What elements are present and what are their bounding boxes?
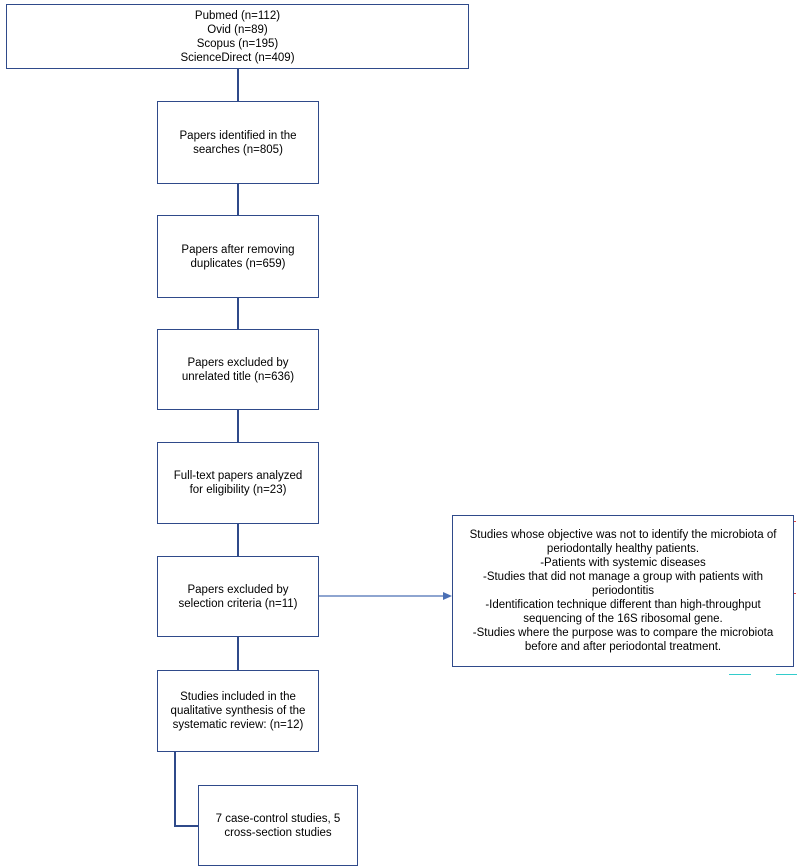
selection-excluded-text: Papers excluded by selection criteria (n… xyxy=(178,583,298,610)
included-text: Studies included in the qualitative synt… xyxy=(170,691,306,731)
decorative-mark-red xyxy=(793,521,796,522)
connector-included-breakdown-horizontal xyxy=(174,825,198,827)
connector-included-breakdown-vertical xyxy=(174,751,176,826)
source-pubmed: Pubmed (n=112) xyxy=(194,9,281,22)
selection-excluded-box: Papers excluded by selection criteria (n… xyxy=(157,556,319,637)
criteria-item: Studies whose objective was not to ident… xyxy=(469,529,777,555)
criteria-item: -Studies that did not manage a group wit… xyxy=(482,571,763,597)
criteria-item: -Patients with systemic diseases xyxy=(540,557,706,569)
title-excluded-box: Papers excluded by unrelated title (n=63… xyxy=(157,329,319,410)
connector-selection-included xyxy=(237,636,239,670)
source-ovid: Ovid (n=89) xyxy=(207,23,268,36)
title-excluded-text: Papers excluded by unrelated title (n=63… xyxy=(181,356,295,383)
included-box: Studies included in the qualitative synt… xyxy=(157,670,319,752)
connector-identified-dedup xyxy=(237,183,239,215)
identified-box: Papers identified in the searches (n=805… xyxy=(157,101,319,184)
source-scopus: Scopus (n=195) xyxy=(196,37,279,50)
source-sciencedirect: ScienceDirect (n=409) xyxy=(180,51,295,64)
breakdown-text: 7 case-control studies, 5 cross-section … xyxy=(215,812,341,839)
connector-dedup-title xyxy=(237,297,239,329)
dedup-box: Papers after removing duplicates (n=659) xyxy=(157,215,319,298)
criteria-item: -Identification technique different than… xyxy=(485,599,761,625)
fulltext-text: Full-text papers analyzed for eligibilit… xyxy=(173,470,303,496)
connector-fulltext-selection xyxy=(237,523,239,556)
criteria-box: Studies whose objective was not to ident… xyxy=(452,515,794,667)
criteria-item: -Studies where the purpose was to compar… xyxy=(472,627,774,653)
decorative-line-cyan-2 xyxy=(776,674,797,675)
exclusion-arrow-head xyxy=(443,592,452,600)
dedup-text: Papers after removing duplicates (n=659) xyxy=(181,243,295,270)
decorative-mark-red-2 xyxy=(793,593,796,594)
connector-title-fulltext xyxy=(237,409,239,442)
identified-text: Papers identified in the searches (n=805… xyxy=(179,129,297,156)
breakdown-box: 7 case-control studies, 5 cross-section … xyxy=(198,785,358,866)
sources-box: Pubmed (n=112) Ovid (n=89) Scopus (n=195… xyxy=(6,4,469,69)
decorative-line-cyan-1 xyxy=(729,674,751,675)
connector-sources-identified xyxy=(237,68,239,101)
fulltext-box: Full-text papers analyzed for eligibilit… xyxy=(157,442,319,524)
